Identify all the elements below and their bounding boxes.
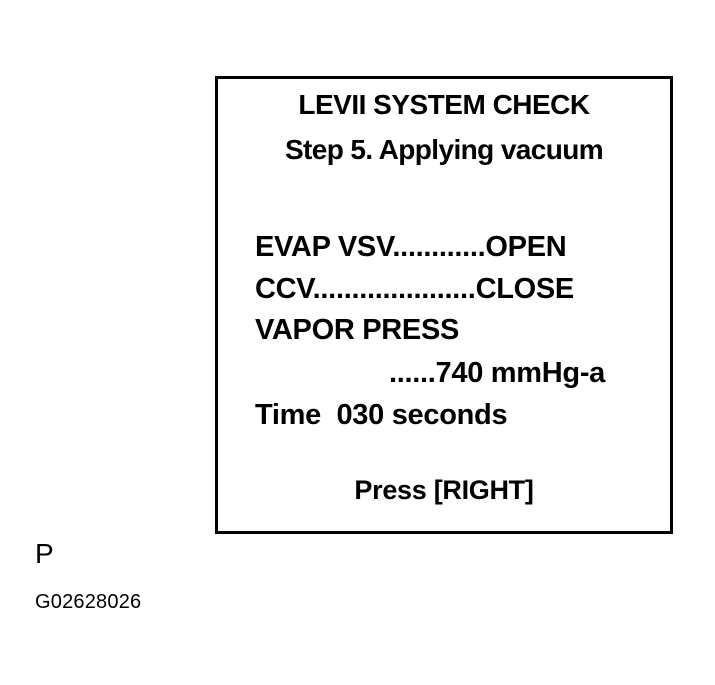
time-readout: Time 030 seconds (255, 399, 508, 431)
screen-title: LEVII SYSTEM CHECK (298, 89, 590, 120)
screen-subtitle: Step 5. Applying vacuum (284, 134, 604, 165)
ccv-status: CCV.....................CLOSE (255, 273, 574, 305)
tester-display-panel: LEVII SYSTEM CHECK Step 5. Applying vacu… (215, 76, 673, 534)
figure-id: G02628026 (35, 591, 142, 613)
evap-vsv-status: EVAP VSV............OPEN (255, 231, 567, 263)
press-right-prompt: Press [RIGHT] (354, 475, 534, 505)
vapor-press-value: ......740 mmHg-a (389, 357, 605, 389)
caption-letter: P (35, 538, 54, 569)
vapor-press-label: VAPOR PRESS (255, 314, 460, 346)
